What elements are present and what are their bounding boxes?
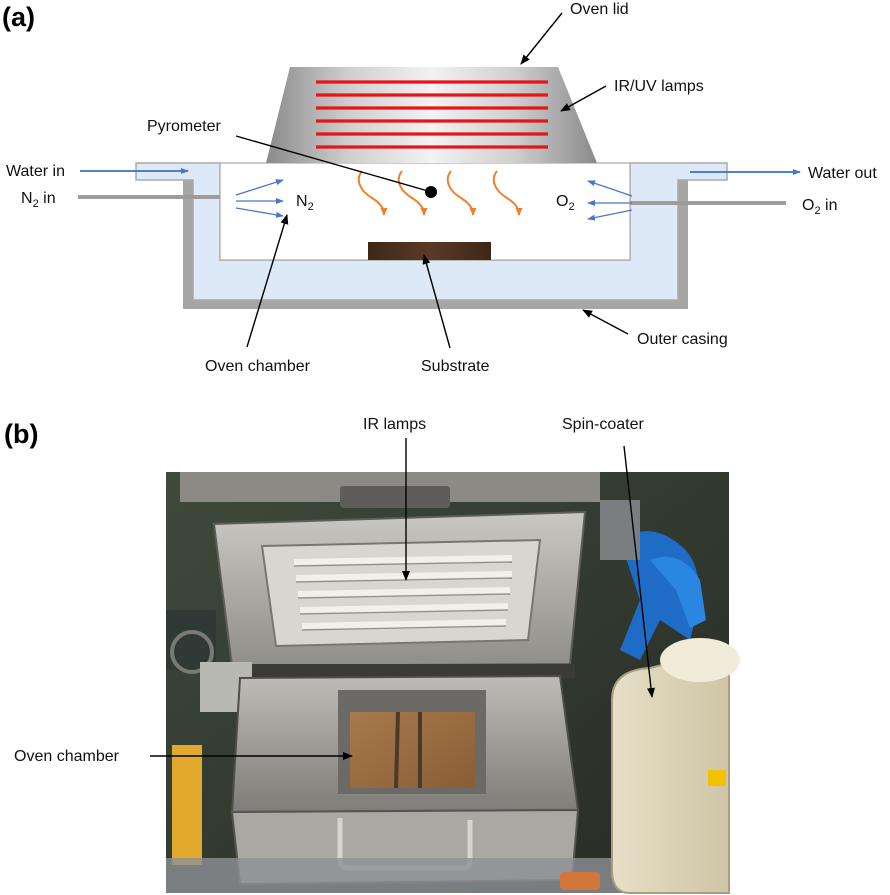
heat-arrows: [357, 170, 523, 216]
label-oven-lid: Oven lid: [570, 1, 629, 18]
panel-a-tag: (a): [2, 2, 35, 32]
n2-gas-arrows: [235, 179, 284, 218]
label-water-in: Water in: [6, 163, 65, 180]
oven-lid-leader: [520, 12, 563, 65]
ir-uv-lamps: [316, 80, 548, 149]
substrate-leader: [422, 254, 451, 349]
label-ir-lamps: IR lamps: [363, 416, 426, 433]
oven-photo: [166, 472, 740, 894]
label-n2-gas: N2: [296, 193, 314, 213]
label-pyrometer: Pyrometer: [147, 118, 221, 135]
substrate-block: [368, 242, 491, 260]
label-o2-gas: O2: [556, 193, 575, 213]
o2-gas-arrows: [587, 180, 633, 221]
oven-lid: [266, 67, 597, 163]
panel-b-tag: (b): [4, 419, 38, 449]
label-n2-in: N2 in: [21, 190, 56, 210]
lamps-leader: [560, 85, 607, 112]
label-spin-coater: Spin-coater: [562, 416, 644, 433]
label-oven-chamber-a: Oven chamber: [205, 358, 311, 375]
spin-coater-leader: [623, 445, 655, 698]
label-water-out: Water out: [808, 165, 877, 182]
outer-casing-leader: [582, 309, 629, 335]
label-oven-chamber-b: Oven chamber: [14, 748, 120, 765]
pyrometer-leader: [235, 135, 429, 192]
pyrometer-sensor: [425, 186, 437, 198]
oven-chamber-leader: [246, 214, 289, 348]
label-ir-uv-lamps: IR/UV lamps: [614, 78, 704, 95]
label-o2-in: O2 in: [802, 197, 837, 217]
label-outer-casing: Outer casing: [637, 331, 728, 348]
label-substrate: Substrate: [421, 358, 490, 375]
